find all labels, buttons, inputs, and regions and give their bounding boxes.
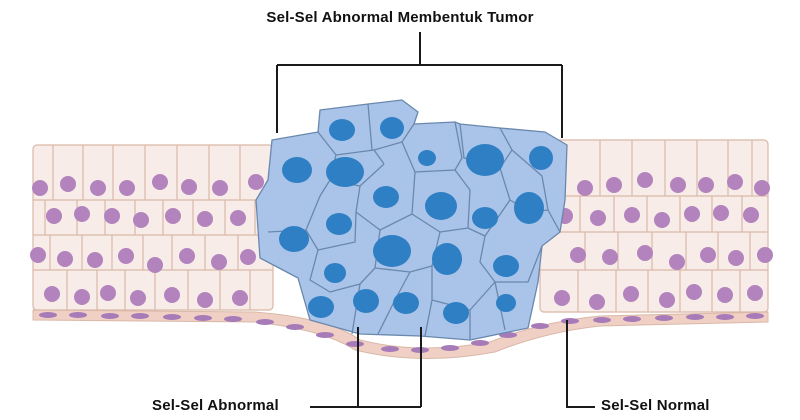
normal-nuclei-left: [30, 174, 264, 308]
diagram-title: Sel-Sel Abnormal Membentuk Tumor: [266, 9, 534, 26]
tumor-bracket: [276, 32, 563, 138]
tumor-nuclei: [279, 117, 553, 324]
label-normal-cells: Sel-Sel Normal: [601, 397, 710, 414]
leader-lines: [276, 32, 595, 408]
basal-layer: [32, 309, 769, 359]
normal-tissue-right: [539, 139, 769, 313]
normal-nuclei-right: [554, 172, 773, 310]
normal-pointer: [566, 320, 595, 408]
label-abnormal-cells: Sel-Sel Abnormal: [152, 397, 279, 414]
abnormal-pointer: [310, 327, 422, 408]
normal-tissue-left: [32, 144, 274, 311]
